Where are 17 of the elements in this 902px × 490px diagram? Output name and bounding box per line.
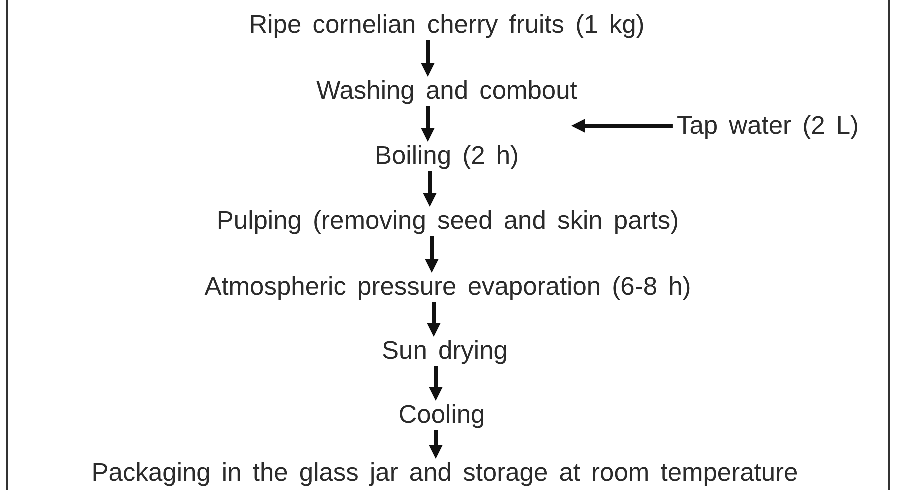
process-step-label: Packaging in the glass jar and storage at room temperature [92, 459, 798, 487]
process-step-label: Cooling [398, 401, 486, 429]
arrow [427, 302, 441, 337]
process-step-label: Pulping (removing seed and skin parts) [216, 207, 680, 235]
input-label: Tap water (2 L) [676, 112, 860, 140]
arrow [429, 366, 443, 401]
process-step-label: Boiling (2 h) [374, 142, 520, 170]
arrow [571, 119, 673, 133]
process-step-label: Washing and combout [316, 77, 578, 105]
arrow [429, 430, 443, 459]
process-step-label: Sun drying [382, 337, 508, 365]
arrow [421, 106, 435, 142]
process-step-label: Ripe cornelian cherry fruits (1 kg) [249, 11, 645, 39]
arrow [421, 40, 435, 77]
arrow [425, 236, 439, 273]
arrow [423, 171, 437, 207]
process-step-label: Atmospheric pressure evaporation (6-8 h) [204, 273, 692, 301]
